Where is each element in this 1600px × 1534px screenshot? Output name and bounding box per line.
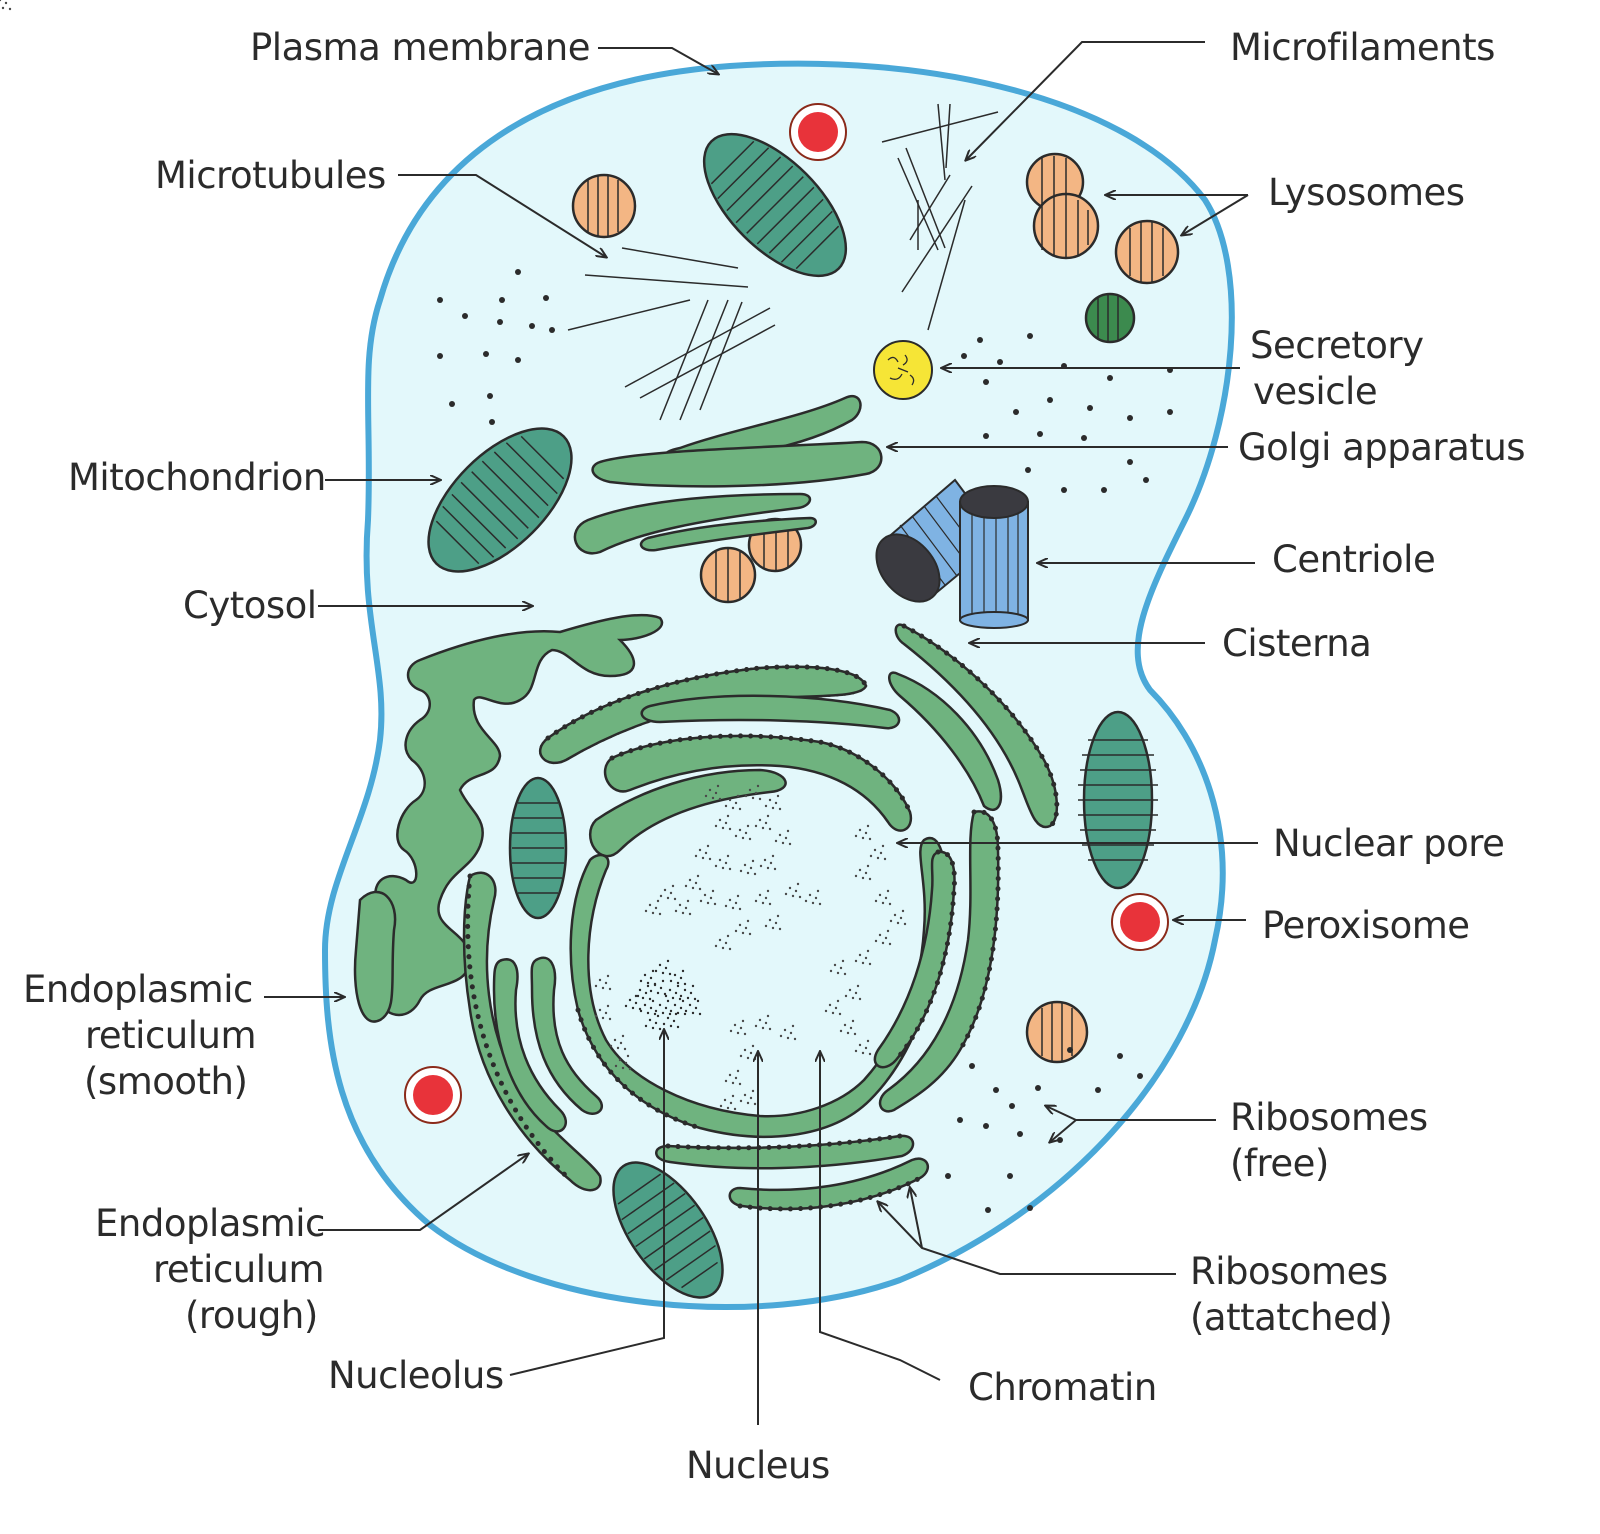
chromatin (0, 0, 907, 1111)
label-plasma-membrane: Plasma membrane (250, 26, 590, 69)
secretory-vesicle (873, 340, 933, 400)
mitochondrion-top (702, 132, 848, 278)
smooth-er (373, 613, 664, 1017)
lysosome (1025, 152, 1100, 260)
label-er-smooth-line3: (smooth) (84, 1060, 247, 1103)
mitochondrion-inner (508, 776, 568, 920)
lysosome-small (1084, 292, 1136, 344)
label-secretory-vesicle-line1: Secretory (1250, 324, 1424, 367)
label-centriole: Centriole (1272, 538, 1435, 581)
label-secretory-vesicle-line2: vesicle (1253, 370, 1377, 413)
labels: Plasma membrane Microfilaments Microtubu… (23, 26, 1526, 1487)
leader-lines (264, 41, 1258, 1425)
label-peroxisome: Peroxisome (1262, 904, 1470, 947)
label-ribosomes-attached-line2: (attatched) (1190, 1296, 1392, 1339)
smooth-er-branch (353, 890, 397, 1023)
label-cytosol: Cytosol (183, 584, 317, 627)
label-er-smooth-line1: Endoplasmic (23, 968, 253, 1011)
lysosome (1025, 1000, 1089, 1064)
label-er-rough-line3: (rough) (185, 1294, 318, 1337)
label-chromatin: Chromatin (968, 1366, 1157, 1409)
label-nuclear-pore: Nuclear pore (1273, 822, 1504, 865)
microtubules (567, 247, 776, 421)
label-cisterna: Cisterna (1222, 622, 1371, 665)
attached-ribosomes (465, 623, 1060, 1212)
free-ribosomes (437, 269, 1173, 1213)
label-lysosomes: Lysosomes (1268, 171, 1465, 214)
mitochondrion-left (427, 427, 573, 573)
lysosome (1114, 219, 1180, 285)
label-er-rough-line2: reticulum (153, 1248, 324, 1291)
label-microfilaments: Microfilaments (1230, 26, 1495, 69)
label-ribosomes-free-line1: Ribosomes (1230, 1096, 1428, 1139)
label-nucleus: Nucleus (686, 1444, 830, 1487)
centriole (875, 478, 1029, 629)
label-nucleolus: Nucleolus (328, 1354, 504, 1397)
label-ribosomes-free-line2: (free) (1230, 1142, 1329, 1185)
label-golgi-apparatus: Golgi apparatus (1238, 426, 1525, 469)
label-microtubules: Microtubules (155, 154, 386, 197)
peroxisome (789, 103, 847, 161)
label-mitochondrion: Mitochondrion (68, 456, 326, 499)
golgi-apparatus (573, 394, 883, 555)
peroxisome (404, 1066, 462, 1124)
mitochondrion-bottom (612, 1161, 724, 1299)
label-ribosomes-attached-line1: Ribosomes (1190, 1250, 1388, 1293)
label-er-rough-line1: Endoplasmic (95, 1202, 325, 1245)
label-er-smooth-line2: reticulum (85, 1014, 256, 1057)
peroxisome (1111, 893, 1169, 951)
lysosome (571, 173, 637, 239)
microfilaments (881, 103, 999, 331)
